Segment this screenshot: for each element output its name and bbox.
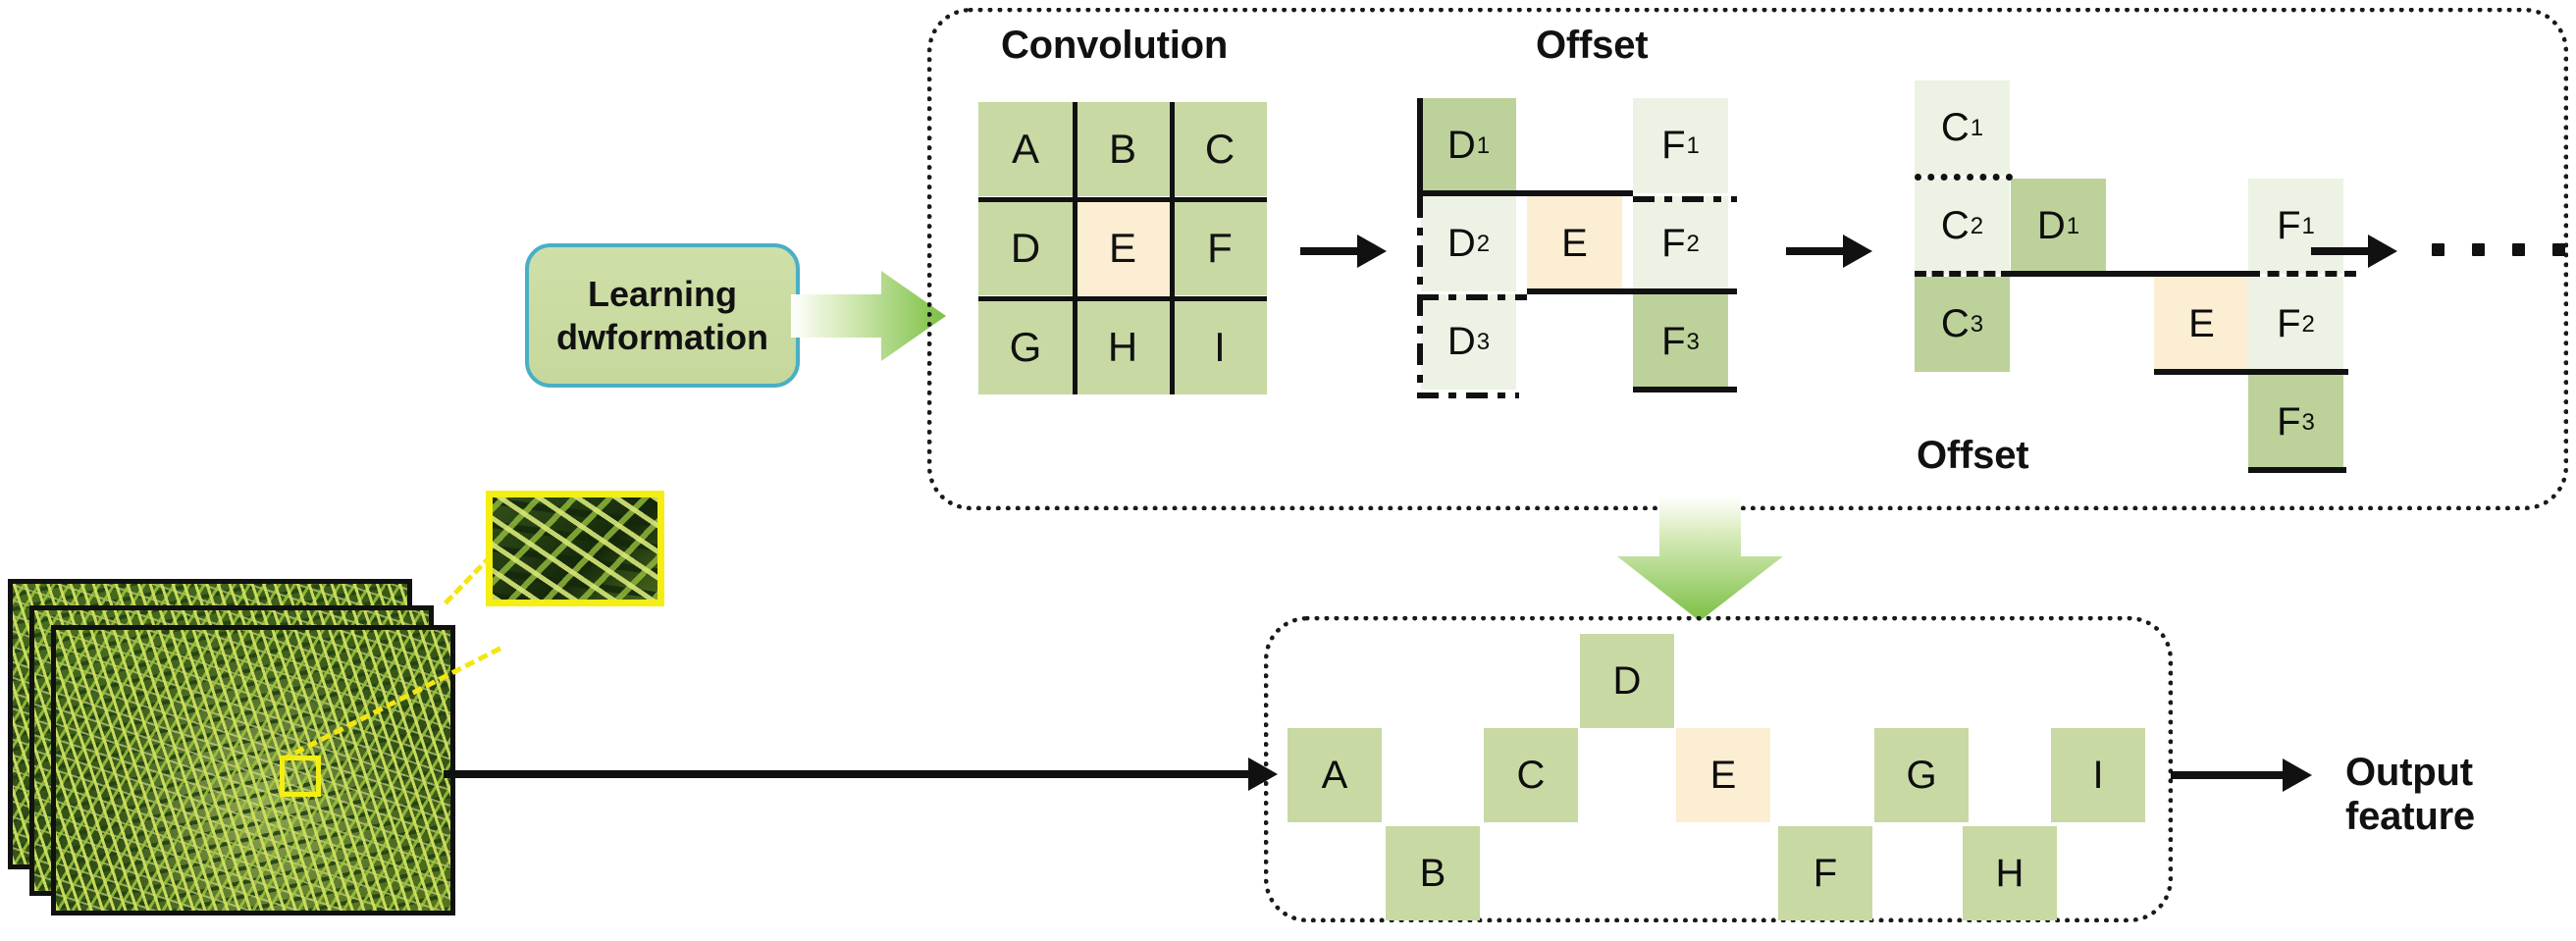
output-cell-H: H [1963, 826, 2057, 920]
output-cell-G: G [1874, 728, 1969, 822]
continuation-dots [2432, 243, 2576, 256]
conv-grid-vline-1 [1073, 102, 1078, 394]
offset1-hrule-bottom-dashdot [1417, 288, 1527, 300]
conv-cell-D: D [978, 201, 1073, 295]
dot-1 [2432, 243, 2445, 256]
output-cell-B: B [1386, 826, 1480, 920]
offset2-label-F2: F [2277, 302, 2301, 345]
top-dotted-panel [927, 8, 2568, 510]
offset1-label-D1: D [1446, 124, 1476, 167]
offset1-label-E: E [1561, 222, 1588, 265]
offset2-label-C1: C [1940, 106, 1970, 149]
offset2-cell-E: E [2154, 277, 2249, 372]
offset2-label-E: E [2188, 302, 2215, 345]
offset1-bottom-dashdot [1417, 387, 1519, 398]
dot-2 [2472, 243, 2485, 256]
input-image-layer-1 [51, 625, 455, 915]
offset1-hrule-top [1417, 190, 1633, 196]
output-cell-D: D [1580, 634, 1674, 728]
offset1-label-F1: F [1661, 124, 1686, 167]
offset1-hrule-bottom [1527, 288, 1737, 294]
conv-cell-A: A [978, 102, 1073, 196]
dot-3 [2512, 243, 2525, 256]
conv-grid-hline-1 [978, 197, 1267, 202]
offset2-hrule-solid-mid [2011, 271, 2250, 277]
green-arrow-down [1617, 496, 1783, 621]
conv-cell-H: H [1076, 300, 1170, 394]
offset2-hrule-solid-bottom [2248, 467, 2346, 473]
offset2-hrule-dashed-left [1915, 271, 2013, 277]
output-cell-A: A [1288, 728, 1382, 822]
offset1-cell-E: E [1527, 196, 1622, 291]
output-cell-E: E [1676, 728, 1770, 822]
green-arrow-right [791, 271, 946, 361]
dot-4 [2552, 243, 2565, 256]
offset2-label-D1: D [2036, 204, 2066, 247]
conv-cell-F: F [1173, 201, 1267, 295]
offset1-label-D3: D [1446, 320, 1476, 363]
offset1-bottom-solid [1633, 387, 1737, 392]
conv-cell-C: C [1173, 102, 1267, 196]
offset1-label-D2: D [1446, 222, 1476, 265]
offset2-hrule-solid-lower [2154, 369, 2348, 375]
output-cell-F: F [1778, 826, 1872, 920]
offset2-label-C3: C [1940, 302, 1970, 345]
offset2-label-F1: F [2277, 204, 2301, 247]
output-cell-C: C [1484, 728, 1578, 822]
offset2-label-F3: F [2277, 400, 2301, 444]
heading-offset-top: Offset [1536, 24, 1649, 67]
conv-grid-hline-2 [978, 296, 1267, 301]
learning-box-line1: Learning [587, 273, 737, 314]
offset1-left-vrule [1417, 98, 1423, 196]
conv-cell-G: G [978, 300, 1073, 394]
offset1-label-F2: F [1661, 222, 1686, 265]
region-of-interest-box [280, 756, 321, 797]
heading-convolution: Convolution [1001, 24, 1229, 67]
offset1-hrule-top-dashdot [1633, 190, 1737, 202]
conv-cell-B: B [1076, 102, 1170, 196]
learning-deformation-box[interactable]: Learning dwformation [525, 243, 800, 388]
output-cell-I: I [2051, 728, 2145, 822]
offset2-hrule-dotted [1915, 174, 2013, 181]
convolution-grid: A B C D E F G H I [978, 102, 1268, 394]
offset2-label-C2: C [1940, 204, 1970, 247]
offset2-hrule-dashed-right [2248, 271, 2356, 277]
conv-cell-I: I [1173, 300, 1267, 394]
learning-box-line2: dwformation [556, 316, 768, 357]
conv-grid-vline-2 [1170, 102, 1175, 394]
offset1-label-F3: F [1661, 320, 1686, 363]
output-feature-label: Output feature [2345, 751, 2475, 838]
heading-offset-bottom: Offset [1917, 434, 2029, 477]
conv-cell-E: E [1076, 201, 1170, 295]
zoomed-crop-thumbnail [486, 491, 664, 606]
